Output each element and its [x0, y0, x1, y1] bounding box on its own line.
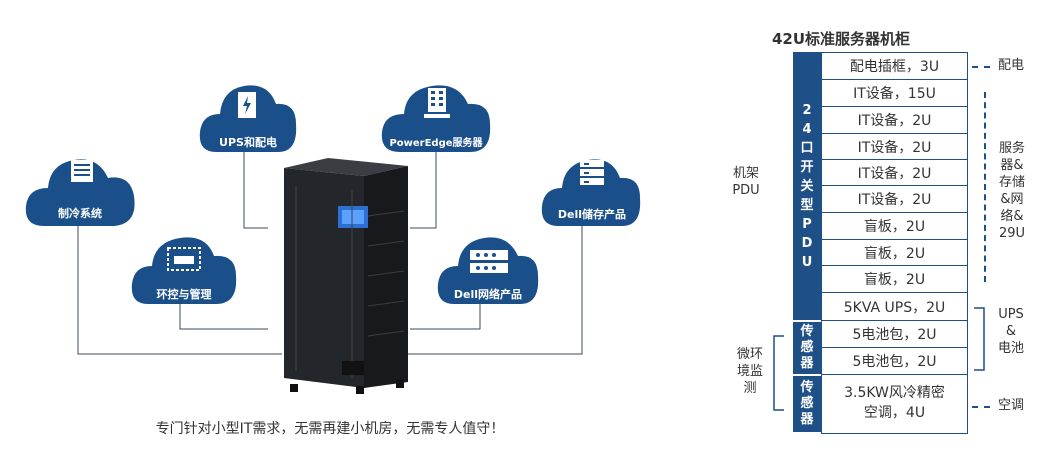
slot-label: 3.5KW风冷精密	[844, 385, 945, 401]
label-line: 微环	[736, 347, 763, 362]
rack-slot: 5电池包，2U	[822, 348, 967, 375]
ac-dash	[972, 406, 990, 408]
cloud-cooling-label: 制冷系统	[58, 207, 102, 220]
monitor-bracket	[773, 335, 784, 411]
slot-label: IT设备，2U	[857, 113, 932, 129]
server-icon	[424, 88, 450, 118]
caption: 专门针对小型IT需求，无需再建小机房，无需专人值守！	[155, 421, 505, 437]
battery-icon	[238, 92, 256, 118]
pdu-char: 2	[802, 102, 812, 118]
label-line: 机架	[732, 166, 759, 181]
server-cabinet-image	[284, 158, 408, 394]
cloud-ups-label: UPS和配电	[219, 136, 277, 149]
ups-bracket	[974, 307, 985, 371]
cloud-storage: Dell储存产品	[540, 138, 644, 230]
pdu-bar: 2 4 口 开 关 型 P D U	[793, 52, 821, 320]
cloud-cooling: 制冷系统	[22, 138, 138, 230]
server-bracket	[984, 92, 986, 282]
slot-label: 5电池包，2U	[852, 327, 937, 343]
cloud-server-label: PowerEdge服务器	[389, 138, 483, 149]
sensor-char: 器	[800, 356, 814, 371]
rack-slot: IT设备，15U	[822, 80, 967, 107]
slot-label: 盲板，2U	[863, 245, 926, 262]
label-line: &网	[1000, 192, 1024, 207]
cloud-network-label: Dell网络产品	[453, 288, 523, 301]
label-server-storage: 服务 器& 存储 &网 络& 29U	[992, 140, 1032, 242]
label-power: 配电	[997, 58, 1024, 73]
pdu-char: 口	[800, 140, 814, 156]
slot-label: IT设备，2U	[857, 165, 932, 182]
rack-slot: IT设备，2U	[822, 134, 967, 160]
rack-slot: 5电池包，2U	[822, 321, 967, 348]
cloud-network: Dell网络产品	[434, 222, 542, 308]
label-rack-pdu: 机架 PDU	[726, 165, 766, 199]
sensor-char: 传	[800, 324, 814, 339]
rack-slot: 盲板，2U	[822, 240, 967, 266]
label-line: UPS	[998, 307, 1024, 322]
cloud-ups: UPS和配电	[198, 68, 298, 156]
rack-slot-ac: 3.5KW风冷精密 空调，4U	[822, 375, 967, 431]
pdu-char: 型	[800, 197, 814, 213]
monitor-icon	[167, 247, 201, 271]
label-line: 器&	[1000, 158, 1024, 173]
pdu-char: 4	[802, 121, 812, 137]
pdu-char: P	[802, 216, 812, 232]
slot-label: IT设备，2U	[857, 192, 932, 208]
label-line: 存储	[998, 175, 1025, 190]
slot-label: IT设备，15U	[853, 86, 936, 102]
network-switch-icon	[470, 250, 508, 273]
rack-slot: IT设备，2U	[822, 186, 967, 213]
label-line: &	[1005, 324, 1017, 339]
cooling-rack-icon	[71, 160, 93, 182]
label-line: 服务	[998, 141, 1025, 156]
rack-slot: 盲板，2U	[822, 266, 967, 293]
power-dash	[972, 66, 990, 68]
cloud-storage-label: Dell储存产品	[557, 208, 627, 221]
pdu-char: D	[801, 235, 813, 251]
storage-icon	[580, 160, 604, 185]
label-ups-battery: UPS & 电池	[994, 306, 1028, 357]
label-line: PDU	[732, 183, 760, 198]
pdu-char: 开	[800, 159, 814, 175]
slot-label: 盲板，2U	[863, 219, 926, 235]
label-line: 电池	[997, 341, 1024, 356]
label-line: 29U	[998, 226, 1026, 241]
sensor-char: 器	[800, 412, 814, 427]
slot-label: 5电池包，2U	[852, 354, 937, 370]
rack-slot: 配电插框，3U	[822, 53, 967, 80]
label-line: 境监	[736, 364, 763, 379]
rack-slot: 盲板，2U	[822, 213, 967, 240]
slot-label: 空调，4U	[863, 405, 926, 421]
sensor-bar-1: 传 感 器	[793, 322, 821, 374]
sensor-bar-2: 传 感 器	[793, 376, 821, 432]
label-micro-env: 微环 境监 测	[734, 346, 766, 397]
label-line: 络&	[1000, 209, 1024, 224]
pdu-char: U	[801, 254, 813, 270]
cloud-monitor-label: 环控与管理	[156, 288, 212, 301]
sensor-char: 感	[800, 340, 814, 355]
label-ac: 空调	[997, 398, 1024, 413]
cloud-monitor: 环控与管理	[128, 226, 240, 308]
slot-label: 配电插框，3U	[849, 59, 940, 75]
rack-slots: 配电插框，3U IT设备，15U IT设备，2U IT设备，2U IT设备，2U…	[821, 52, 968, 434]
slot-label: 盲板，2U	[863, 272, 926, 288]
rack-slot: 5KVA UPS，2U	[822, 293, 967, 321]
rack-slot: IT设备，2U	[822, 160, 967, 186]
cloud-server: PowerEdge服务器	[378, 68, 494, 156]
slot-label: 5KVA UPS，2U	[843, 299, 946, 316]
sensor-char: 传	[800, 380, 814, 395]
rack-slot: IT设备，2U	[822, 107, 967, 134]
sensor-char: 感	[800, 396, 814, 411]
slot-label: IT设备，2U	[857, 139, 932, 156]
rack-title: 42U标准服务器机柜	[772, 30, 911, 48]
label-line: 测	[743, 381, 757, 396]
pdu-char: 关	[800, 178, 814, 194]
